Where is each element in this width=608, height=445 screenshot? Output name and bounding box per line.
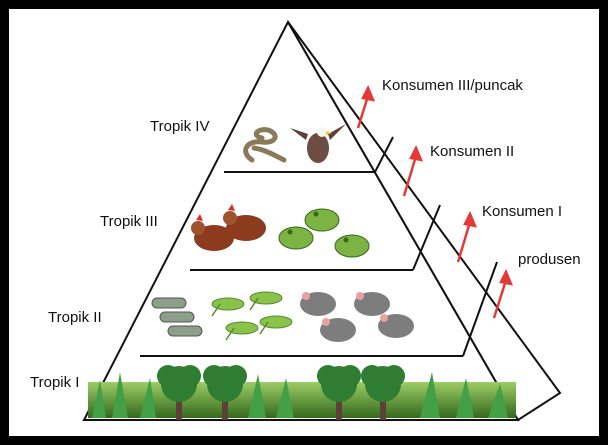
konsumen-puncak-label: Konsumen III/puncak: [382, 77, 523, 94]
tropik-i-label: Tropik I: [30, 374, 79, 391]
tropik-iii-label: Tropik III: [100, 213, 158, 230]
konsumen-ii-label: Konsumen II: [430, 143, 514, 160]
tropik-ii-label: Tropik II: [48, 309, 102, 326]
konsumen-i-label: Konsumen I: [482, 203, 562, 220]
produsen-label: produsen: [518, 251, 581, 268]
tropik-iv-label: Tropik IV: [150, 118, 209, 135]
